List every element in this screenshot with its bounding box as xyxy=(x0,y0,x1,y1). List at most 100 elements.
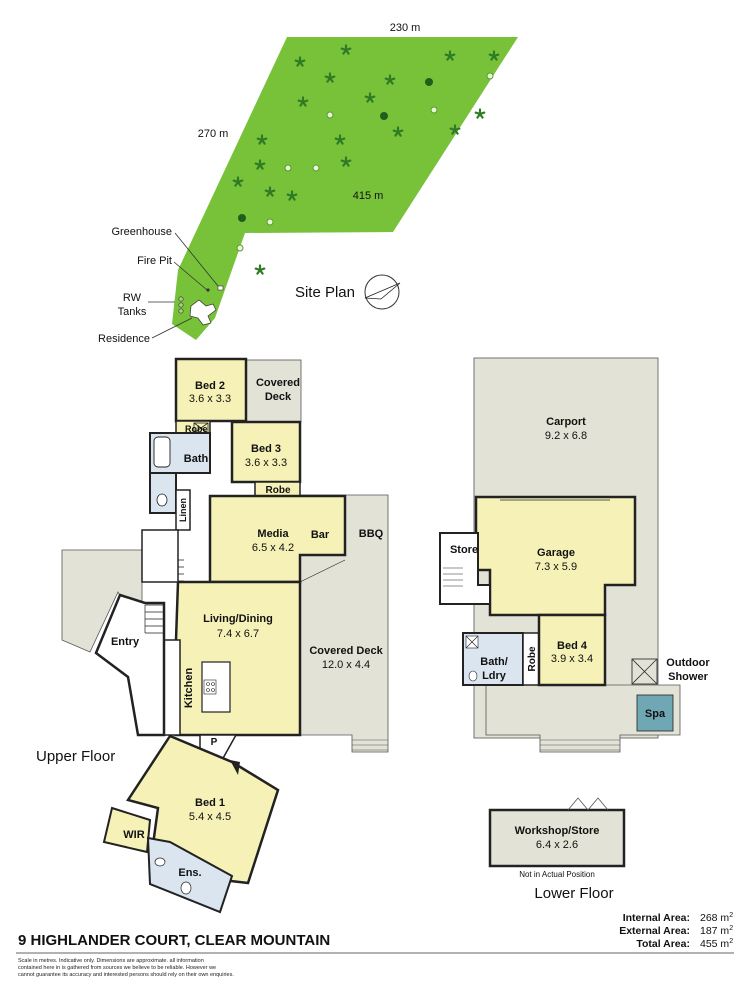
shrub-icon xyxy=(430,106,438,114)
linen-label: Linen xyxy=(178,498,188,522)
tree-icon xyxy=(264,186,276,197)
footer: Internal Area: 268 m2 External Area: 187… xyxy=(16,912,734,978)
bath-laundry-label2: Ldry xyxy=(482,670,507,682)
covered-deck-large-label: Covered Deck xyxy=(309,645,383,657)
shrub-icon xyxy=(236,244,244,252)
shrub-icon xyxy=(284,164,292,172)
tree-icon xyxy=(324,72,336,83)
carport-label: Carport xyxy=(546,416,586,428)
upper-floor: Bed 2 3.6 x 3.3 Covered Deck Robe Bath B… xyxy=(36,357,389,914)
internal-area-label: Internal Area: xyxy=(623,912,690,924)
toilet-icon xyxy=(156,493,168,507)
bed1-label: Bed 1 xyxy=(195,797,225,809)
shrub-icon xyxy=(312,164,320,172)
store-label: Store xyxy=(450,544,478,556)
wir-label: WIR xyxy=(123,829,144,841)
bed2-room xyxy=(174,357,248,423)
north-arrow-icon xyxy=(364,274,401,310)
tree-icon xyxy=(488,50,500,61)
robe2-label: Robe xyxy=(266,485,291,496)
site-plan: 230 m 270 m 415 m Greenhouse Fire Pit RW… xyxy=(98,22,518,345)
bar-label: Bar xyxy=(311,529,330,541)
bed4-label: Bed 4 xyxy=(557,640,588,652)
living-dining-dims: 7.4 x 6.7 xyxy=(217,628,259,640)
tree-icon xyxy=(334,134,346,145)
bbq-label: BBQ xyxy=(359,528,384,540)
deck-stairs xyxy=(352,739,388,751)
covered-deck-small-label2: Deck xyxy=(265,391,292,403)
hall-bit xyxy=(141,529,179,583)
bed3-label: Bed 3 xyxy=(251,443,281,455)
carport-dims: 9.2 x 6.8 xyxy=(545,430,587,442)
living-dining-label: Living/Dining xyxy=(203,613,273,625)
linen-room xyxy=(175,489,191,531)
ensuite-label: Ens. xyxy=(178,867,201,879)
site-plan-title: Site Plan xyxy=(295,284,355,301)
cooktop-icon xyxy=(203,679,217,695)
toilet-icon xyxy=(468,670,478,682)
tree-markers xyxy=(232,44,500,275)
tree-icon xyxy=(392,126,404,137)
greenhouse-marker xyxy=(217,285,224,291)
property-lawn xyxy=(172,37,518,340)
robe-lower-label: Robe xyxy=(527,646,538,671)
tree-icon xyxy=(425,78,433,86)
tree-icon xyxy=(364,92,376,103)
lower-floor: Carport 9.2 x 6.8 Store Garage 7.3 x 5.9… xyxy=(439,357,710,902)
tanks-label: Tanks xyxy=(118,306,147,318)
workshop-dims: 6.4 x 2.6 xyxy=(536,839,578,851)
tank-marker xyxy=(178,302,184,308)
garage-dims: 7.3 x 5.9 xyxy=(535,561,577,573)
disclaimer-line: Scale in metres. Indicative only. Dimens… xyxy=(18,958,204,964)
bed4-dims: 3.9 x 3.4 xyxy=(551,653,593,665)
living-dining-room xyxy=(174,580,302,737)
pantry-label: P xyxy=(211,737,218,748)
tree-icon xyxy=(384,74,396,85)
spa-label: Spa xyxy=(645,708,666,720)
site-dim-top: 230 m xyxy=(390,22,421,34)
kitchen-room xyxy=(163,639,181,736)
robe1-label: Robe xyxy=(185,424,208,434)
fire-pit-marker xyxy=(206,288,210,292)
disclaimer-line: contained here in is gathered from sourc… xyxy=(18,965,216,971)
site-dim-diagonal: 415 m xyxy=(353,190,384,202)
garage-label: Garage xyxy=(537,547,575,559)
wc-room xyxy=(149,472,177,514)
site-dim-left: 270 m xyxy=(198,128,229,140)
tree-icon xyxy=(256,134,268,145)
covered-deck-small xyxy=(245,359,302,423)
bath-label: Bath xyxy=(184,453,209,465)
bed4-room xyxy=(537,613,607,687)
disclaimer-line: cannot guarantee its accuracy and intere… xyxy=(18,972,234,978)
tree-icon xyxy=(232,176,244,187)
not-actual-position-note: Not in Actual Position xyxy=(519,870,595,879)
fire-pit-label: Fire Pit xyxy=(137,255,172,267)
tree-icon xyxy=(340,44,352,55)
ensuite-room xyxy=(146,836,234,914)
covered-deck-small-label1: Covered xyxy=(256,377,300,389)
lower-deck-stairs xyxy=(540,739,620,751)
external-area-value: 187 m2 xyxy=(700,925,733,937)
lower-deck xyxy=(485,684,681,753)
greenhouse-label: Greenhouse xyxy=(111,226,172,238)
outdoor-shower-label1: Outdoor xyxy=(666,657,710,669)
stairs-icon xyxy=(443,567,463,587)
tree-icon xyxy=(444,50,456,61)
bath-laundry-label1: Bath/ xyxy=(480,656,508,668)
kitchen-label: Kitchen xyxy=(183,668,195,709)
total-area-label: Total Area: xyxy=(636,938,690,950)
tree-icon xyxy=(294,56,306,67)
wir-room xyxy=(102,806,152,854)
bed2-dims: 3.6 x 3.3 xyxy=(189,393,231,405)
lower-floor-title: Lower Floor xyxy=(534,885,613,902)
covered-deck-large-dims: 12.0 x 4.4 xyxy=(322,659,370,671)
entry-label: Entry xyxy=(111,636,140,648)
total-area-value: 455 m2 xyxy=(700,938,733,950)
outdoor-shower-label2: Shower xyxy=(668,671,708,683)
tree-icon xyxy=(297,96,309,107)
tree-icon xyxy=(254,159,266,170)
tree-icon xyxy=(286,190,298,201)
internal-area-value: 268 m2 xyxy=(700,912,733,924)
tree-icon xyxy=(449,124,461,135)
media-dims: 6.5 x 4.2 xyxy=(252,542,294,554)
